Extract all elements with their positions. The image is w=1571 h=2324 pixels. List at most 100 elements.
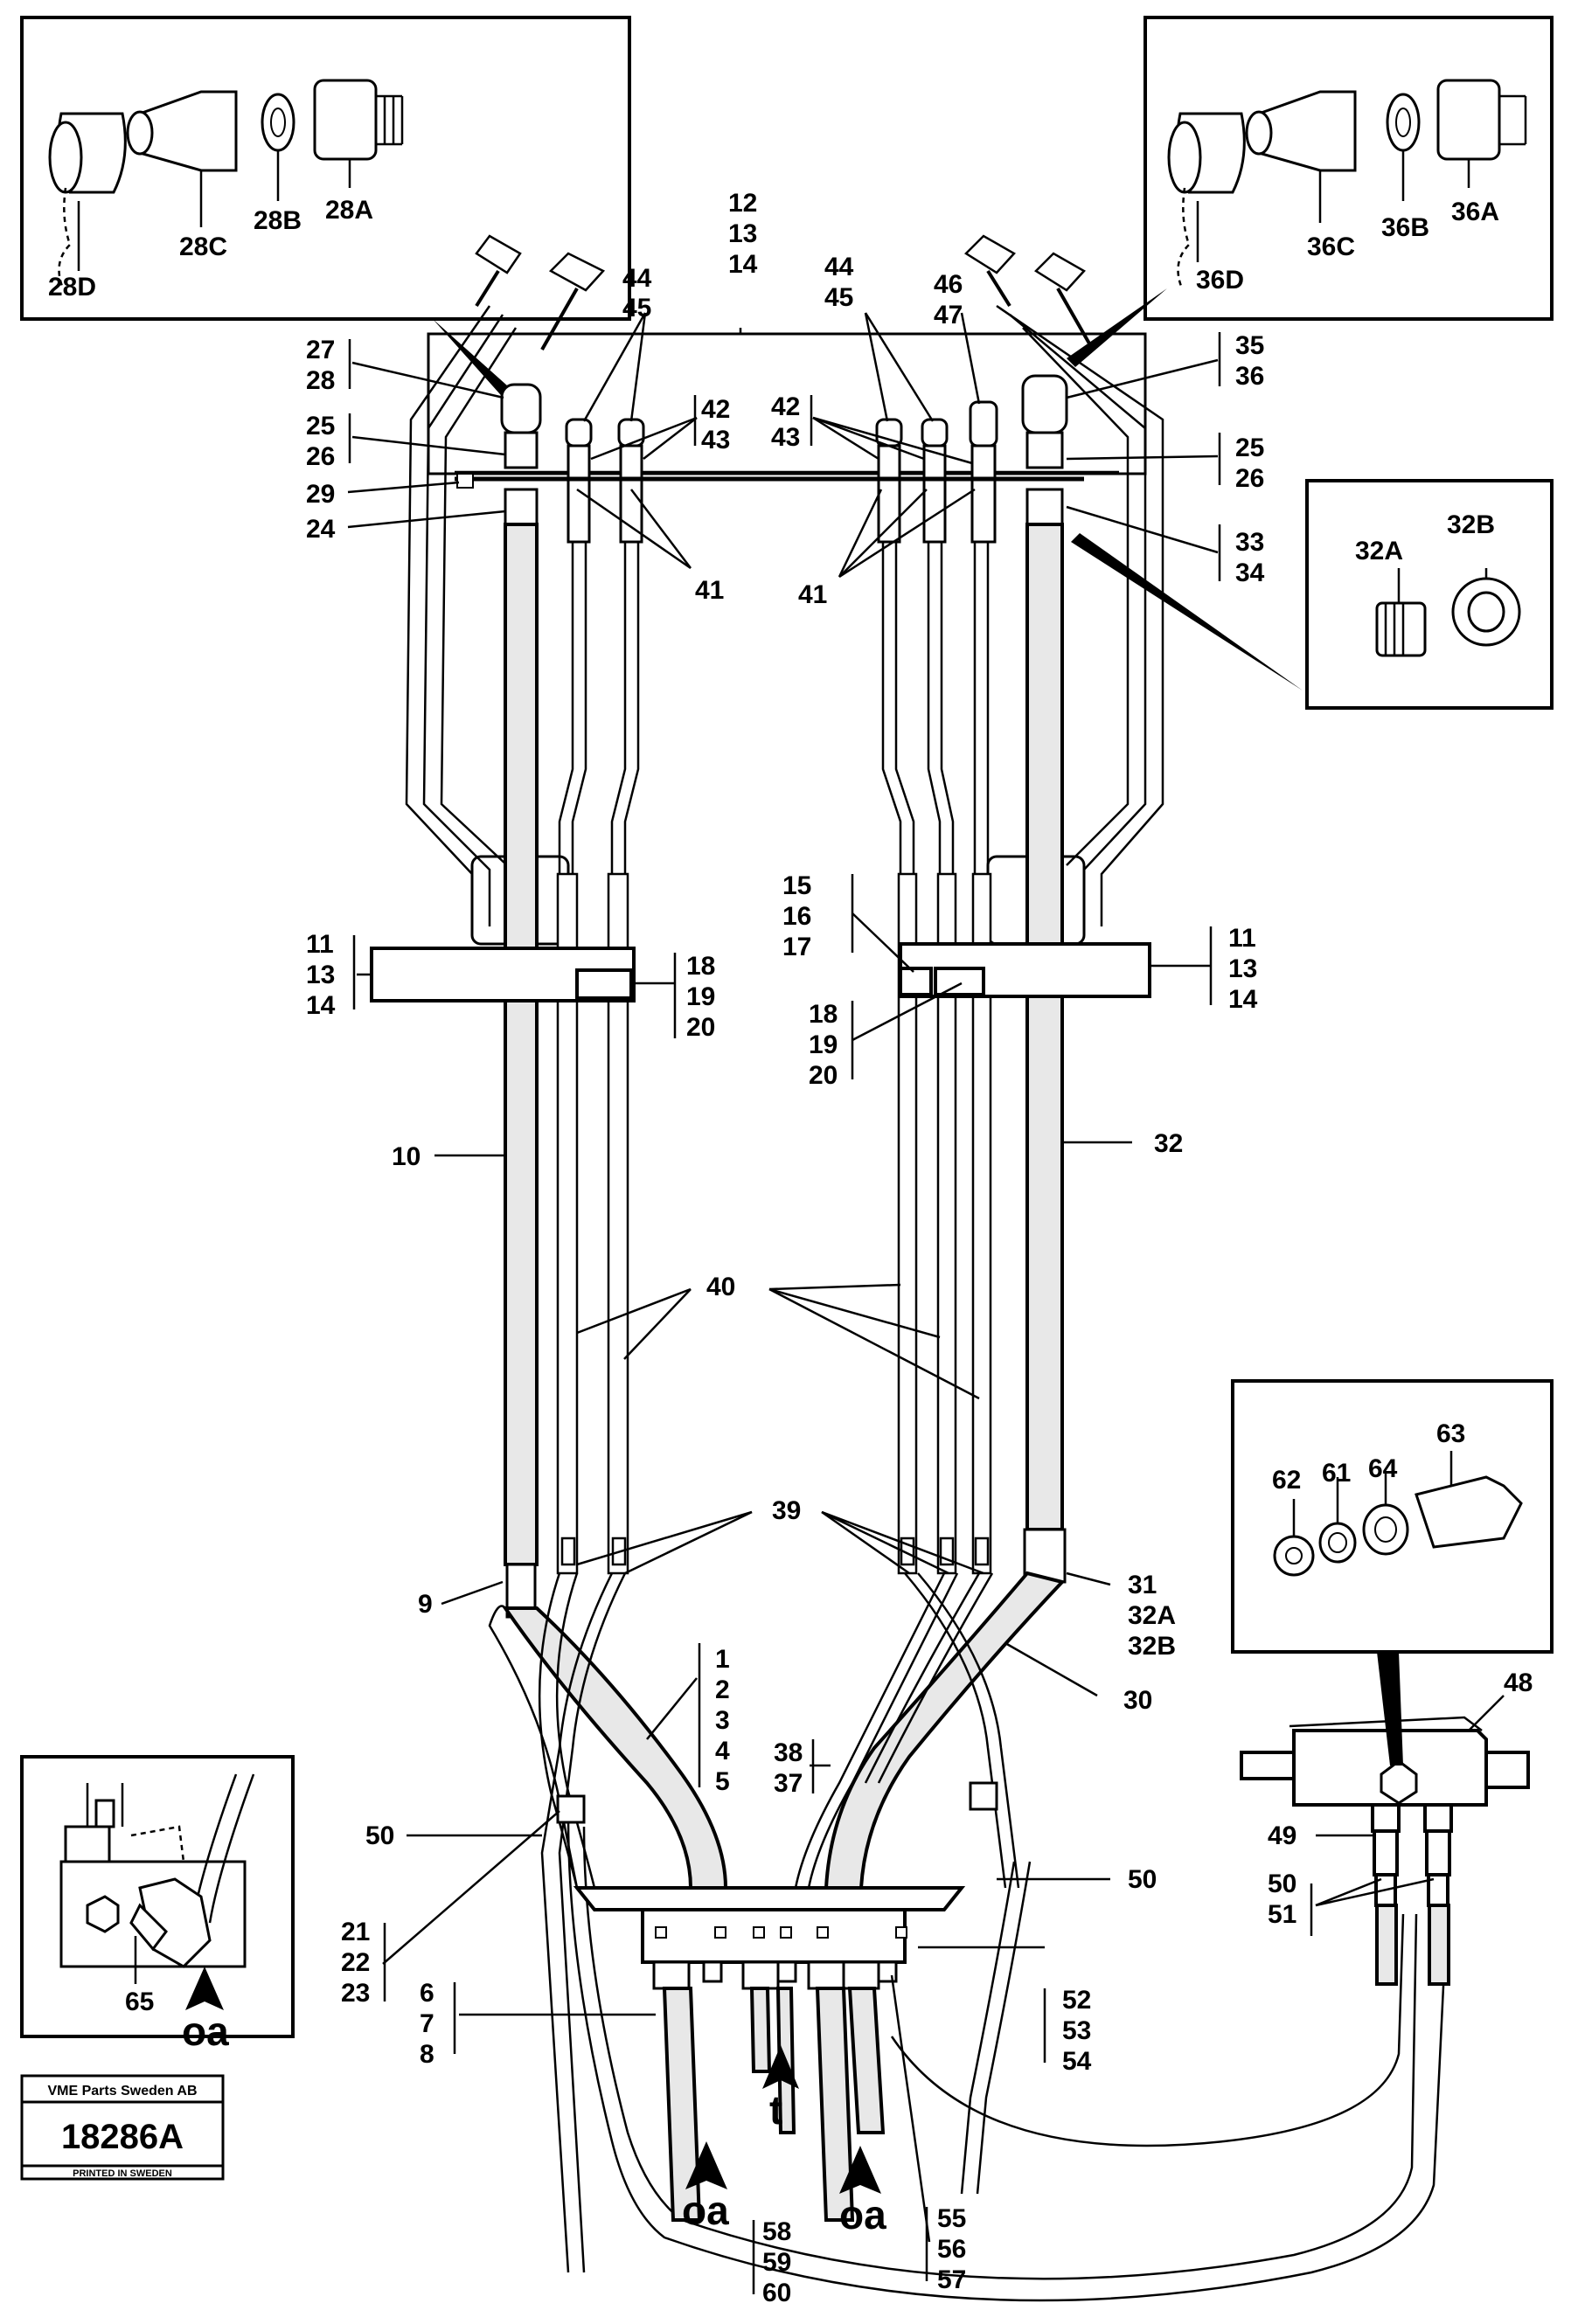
- callout-63: 63: [1436, 1419, 1465, 1448]
- callout-37: 37: [774, 1769, 803, 1798]
- callout-18-left: 18: [686, 952, 715, 981]
- callout-24: 24: [306, 515, 336, 544]
- main-hose-right: [1021, 374, 1068, 1584]
- callout-45-right: 45: [824, 283, 853, 312]
- callout-59: 59: [762, 2248, 791, 2277]
- callout-57: 57: [937, 2265, 966, 2294]
- callout-6: 6: [420, 1979, 434, 2008]
- stamp-number: 18286A: [61, 2118, 184, 2156]
- callout-42-right: 42: [771, 392, 800, 421]
- callout-17: 17: [782, 933, 811, 961]
- callout-18-right: 18: [809, 1000, 838, 1029]
- inset-coupling-61-64: [1231, 1379, 1554, 1654]
- callout-50-left: 50: [365, 1821, 394, 1850]
- clamp-block-left: [575, 968, 633, 1000]
- callout-32A-inset: 32A: [1355, 537, 1403, 565]
- callout-44-left: 44: [622, 264, 652, 293]
- callout-14-left: 14: [306, 991, 336, 1020]
- callout-52: 52: [1062, 1986, 1091, 2015]
- callout-38: 38: [774, 1738, 803, 1767]
- callout-8: 8: [420, 2040, 434, 2069]
- callout-20-left: 20: [686, 1013, 715, 1042]
- arrow-oa-inset: [185, 1967, 224, 2010]
- callout-41-left: 41: [695, 576, 724, 605]
- callout-60: 60: [762, 2279, 791, 2307]
- callout-42-left: 42: [701, 395, 730, 424]
- callout-2: 2: [715, 1675, 730, 1704]
- callout-30: 30: [1123, 1686, 1152, 1715]
- stamp-company: VME Parts Sweden AB: [47, 2084, 197, 2099]
- vme-stamp: [20, 2074, 225, 2181]
- clamp-block-right-2: [934, 967, 985, 996]
- clamp-block-right-1: [899, 967, 933, 996]
- callout-36D: 36D: [1196, 266, 1244, 295]
- callout-50-right: 50: [1268, 1870, 1296, 1898]
- label-oa-inset: oa: [182, 2008, 229, 2054]
- callout-56: 56: [937, 2235, 966, 2264]
- callout-28A: 28A: [325, 196, 373, 225]
- callout-53: 53: [1062, 2016, 1091, 2045]
- callout-11-left: 11: [306, 930, 334, 959]
- callout-22: 22: [341, 1948, 370, 1977]
- label-t: t: [769, 2087, 782, 2133]
- callout-65: 65: [125, 1988, 154, 2016]
- callout-28D: 28D: [48, 273, 96, 302]
- callout-27: 27: [306, 336, 335, 364]
- arrow-oa-right: [839, 2146, 881, 2194]
- callout-50-mid: 50: [1128, 1865, 1157, 1894]
- callout-44-right: 44: [824, 253, 854, 281]
- callout-13-left: 13: [306, 961, 335, 989]
- callout-28C: 28C: [179, 232, 227, 261]
- inset-coupling-32: [1305, 479, 1554, 710]
- callout-61: 61: [1322, 1459, 1351, 1488]
- callout-11-right: 11: [1228, 924, 1256, 953]
- inset-coupling-36: [1143, 16, 1554, 321]
- callout-33: 33: [1235, 528, 1264, 557]
- callout-47: 47: [934, 301, 963, 330]
- stamp-printed: PRINTED IN SWEDEN: [73, 2168, 172, 2179]
- callout-41-right: 41: [798, 580, 827, 609]
- callout-32B: 32B: [1128, 1632, 1176, 1661]
- callout-13-right: 13: [1228, 954, 1257, 983]
- callout-3: 3: [715, 1706, 730, 1735]
- callout-1: 1: [715, 1645, 730, 1674]
- callout-20-right: 20: [809, 1061, 838, 1090]
- label-oa-right: oa: [839, 2192, 886, 2237]
- callout-32: 32: [1154, 1129, 1183, 1158]
- callout-23: 23: [341, 1979, 370, 2008]
- callout-15: 15: [782, 871, 811, 900]
- valve-48: [1240, 1716, 1530, 1986]
- callout-62: 62: [1272, 1466, 1301, 1495]
- callout-25-right: 25: [1235, 434, 1264, 462]
- arrow-oa-left: [685, 2141, 727, 2189]
- callout-36B: 36B: [1381, 213, 1429, 242]
- callout-12-top: 12: [728, 189, 757, 218]
- callout-13-top: 13: [728, 219, 757, 248]
- callout-40: 40: [706, 1273, 735, 1301]
- callout-14-top: 14: [728, 250, 758, 279]
- callout-43-left: 43: [701, 426, 730, 454]
- callout-64: 64: [1368, 1454, 1398, 1483]
- callout-9: 9: [418, 1590, 433, 1619]
- callout-10: 10: [392, 1142, 421, 1171]
- lower-crossing-hoses: [488, 1571, 1449, 2302]
- callout-21: 21: [341, 1918, 370, 1946]
- arrow-t: [762, 2045, 799, 2089]
- callout-39: 39: [772, 1496, 801, 1525]
- callout-4: 4: [715, 1737, 730, 1766]
- callout-36A: 36A: [1451, 198, 1499, 226]
- callout-29: 29: [306, 480, 335, 509]
- inset-65: [20, 1755, 295, 2038]
- callout-46: 46: [934, 270, 963, 299]
- callout-36C: 36C: [1307, 232, 1355, 261]
- callout-5: 5: [715, 1767, 730, 1796]
- callout-45-left: 45: [622, 294, 651, 323]
- callout-28: 28: [306, 366, 335, 395]
- callout-36: 36: [1235, 362, 1264, 391]
- callout-49: 49: [1268, 1821, 1296, 1850]
- top-tube-fittings: [475, 234, 1095, 350]
- label-oa-left: oa: [682, 2188, 729, 2233]
- main-hose-left: [500, 383, 542, 1619]
- top-mounting-plate: [427, 332, 1147, 475]
- callout-16: 16: [782, 902, 811, 931]
